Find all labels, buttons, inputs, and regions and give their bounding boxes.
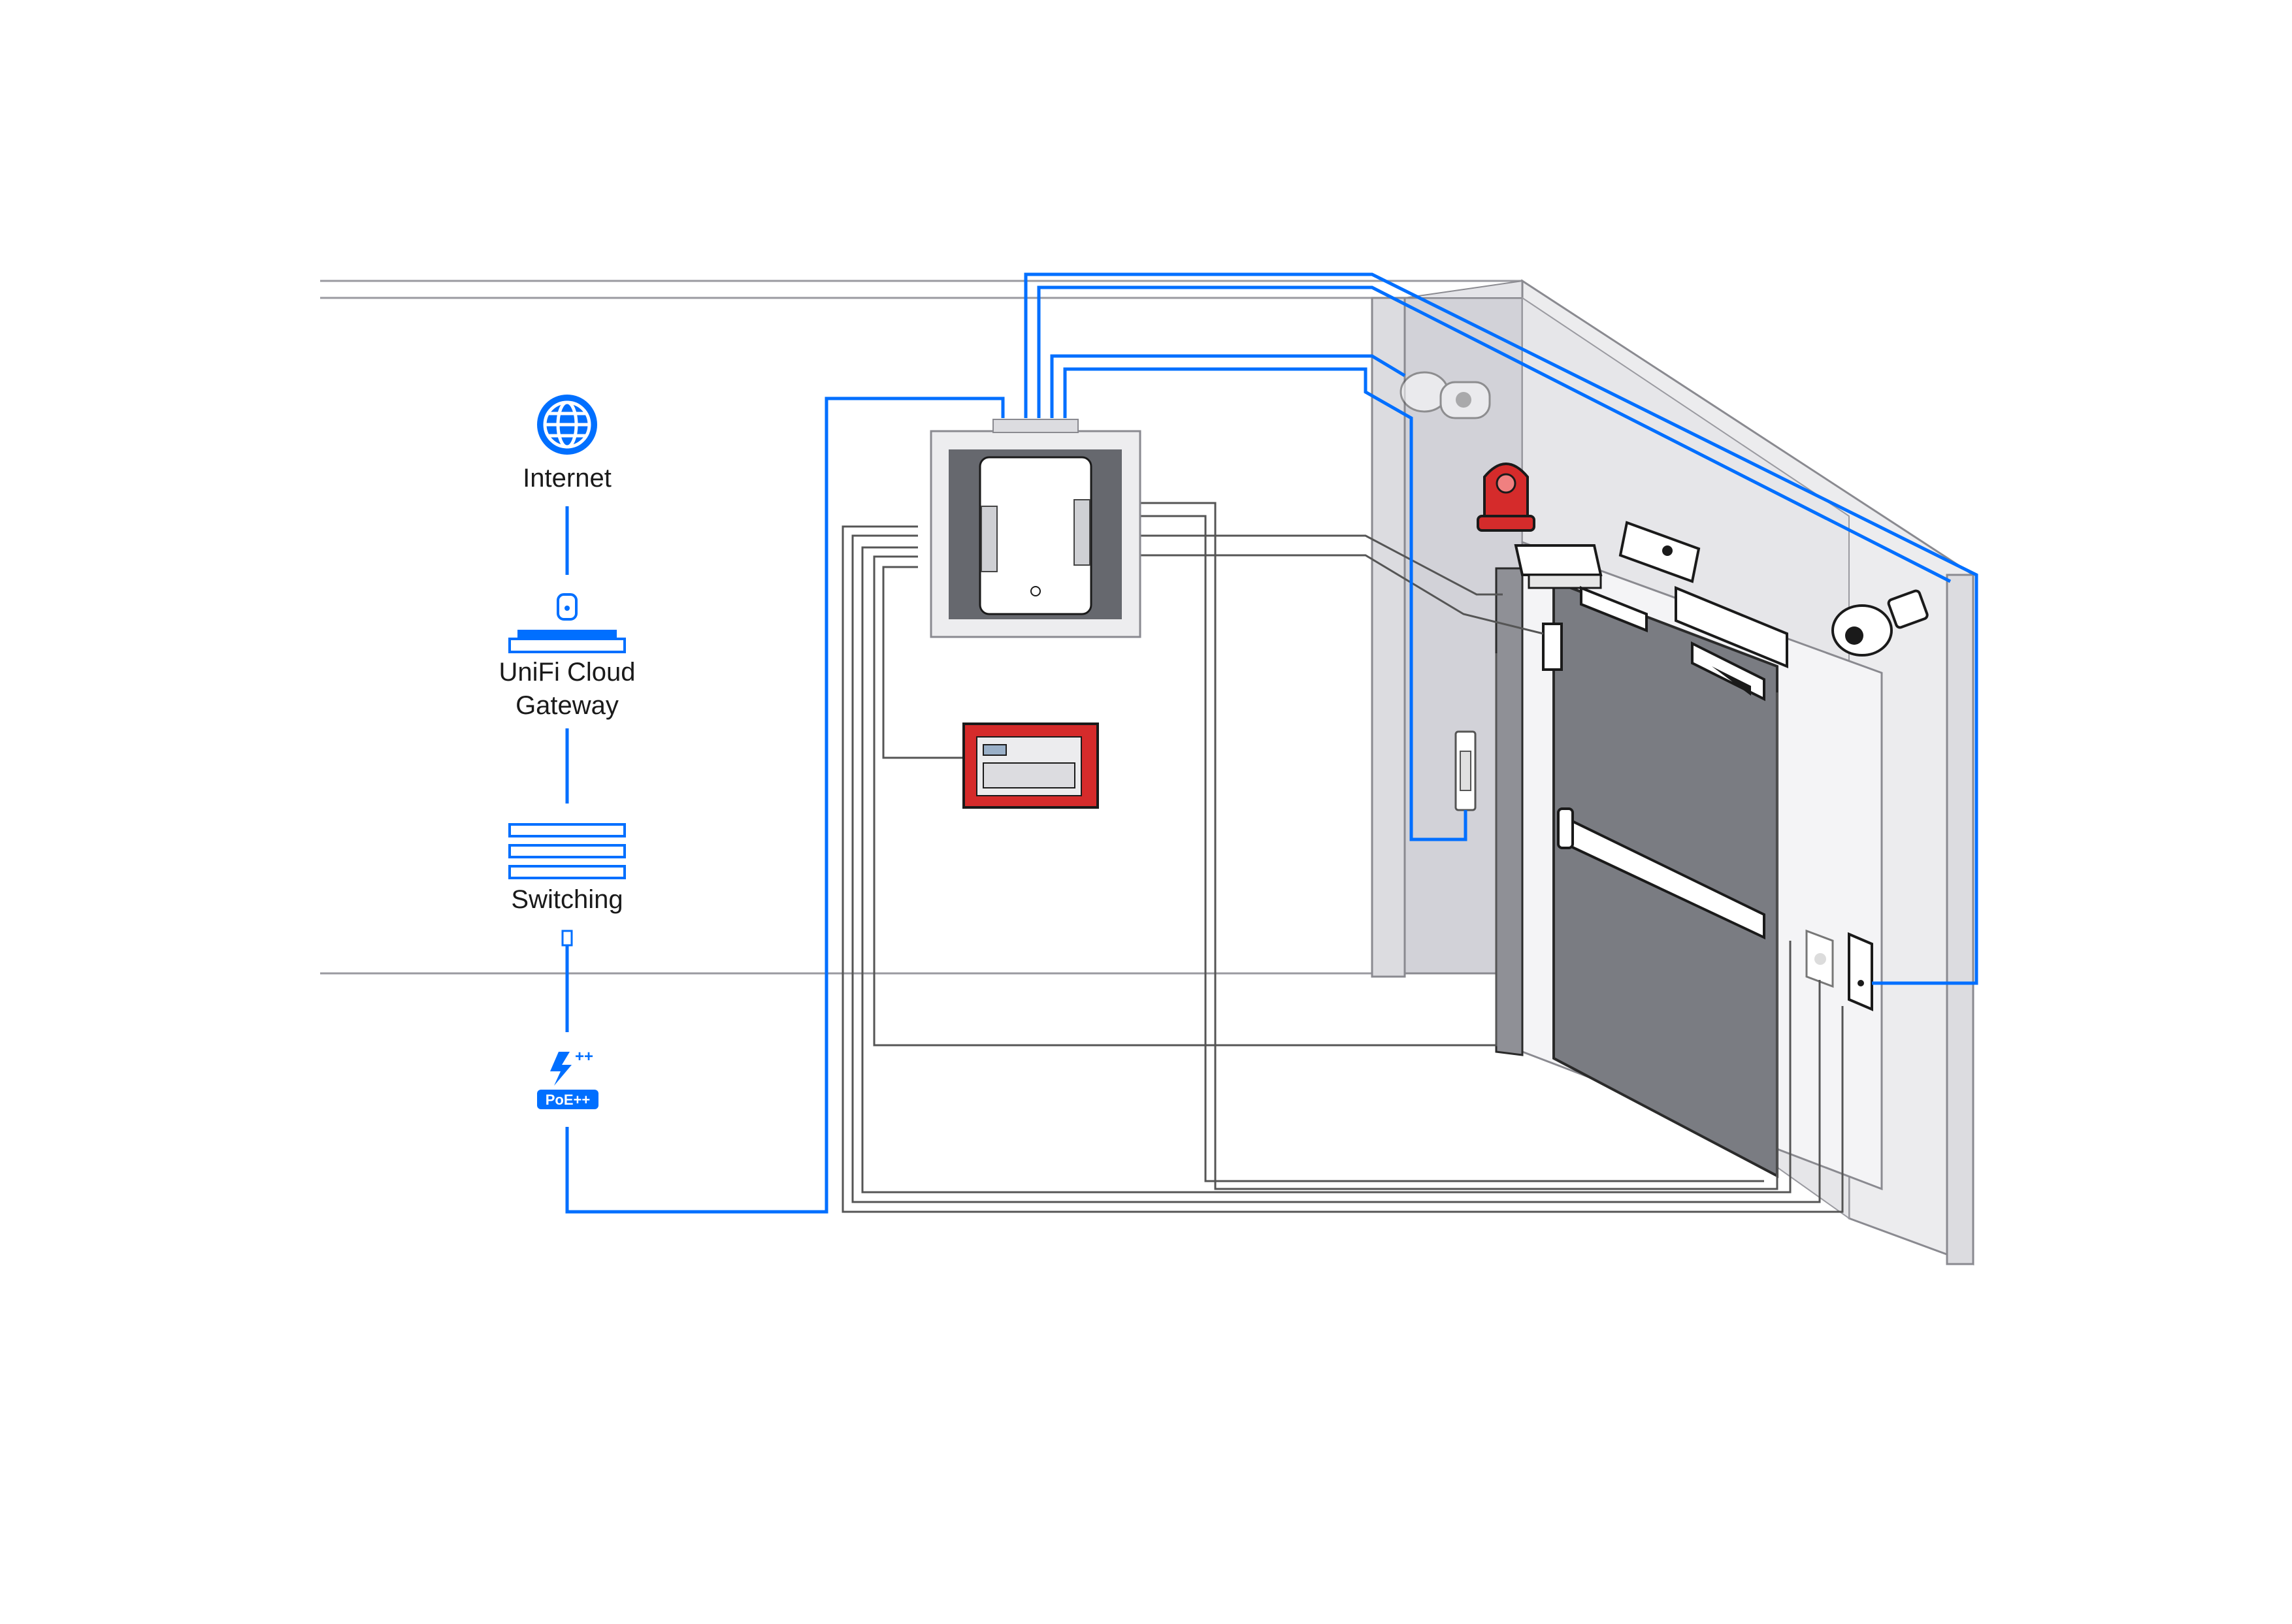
svg-text:++: ++ xyxy=(575,1048,593,1065)
electric-strike xyxy=(1514,544,1648,632)
access-hub xyxy=(930,419,1141,638)
poe-badge xyxy=(537,1090,598,1109)
push-bar xyxy=(1557,807,1765,940)
fire-alarm-panel xyxy=(962,723,1099,809)
door-position-sensor xyxy=(1542,623,1563,671)
poe-badge-label: PoE++ xyxy=(546,1092,590,1108)
room-outline xyxy=(320,280,1522,975)
camera-inside xyxy=(1400,371,1491,419)
exit-button xyxy=(1454,730,1477,811)
globe-icon xyxy=(537,395,597,455)
switch-stack-icon xyxy=(508,823,626,879)
gateway-label-line1: UniFi Cloud xyxy=(499,658,636,687)
poe-lightning-icon: ++ xyxy=(550,1048,593,1086)
motion-sensor xyxy=(1618,521,1701,583)
gateway-label-line2: Gateway xyxy=(516,691,619,720)
internet-label: Internet xyxy=(523,464,612,493)
ubiquiti-logo-icon xyxy=(1030,586,1041,596)
door-closer xyxy=(1675,586,1788,702)
access-reader xyxy=(1848,932,1873,1012)
camera-outside xyxy=(1831,589,1929,657)
ethernet-connector-icon xyxy=(561,930,573,947)
gray-cabling xyxy=(842,502,1844,1213)
inner-wall xyxy=(1371,280,1524,978)
network-links xyxy=(565,272,1978,1214)
cloud-gateway-icon xyxy=(508,593,626,653)
siren-beacon xyxy=(1477,463,1535,532)
switching-label: Switching xyxy=(511,885,623,914)
card-reader xyxy=(1805,929,1834,988)
